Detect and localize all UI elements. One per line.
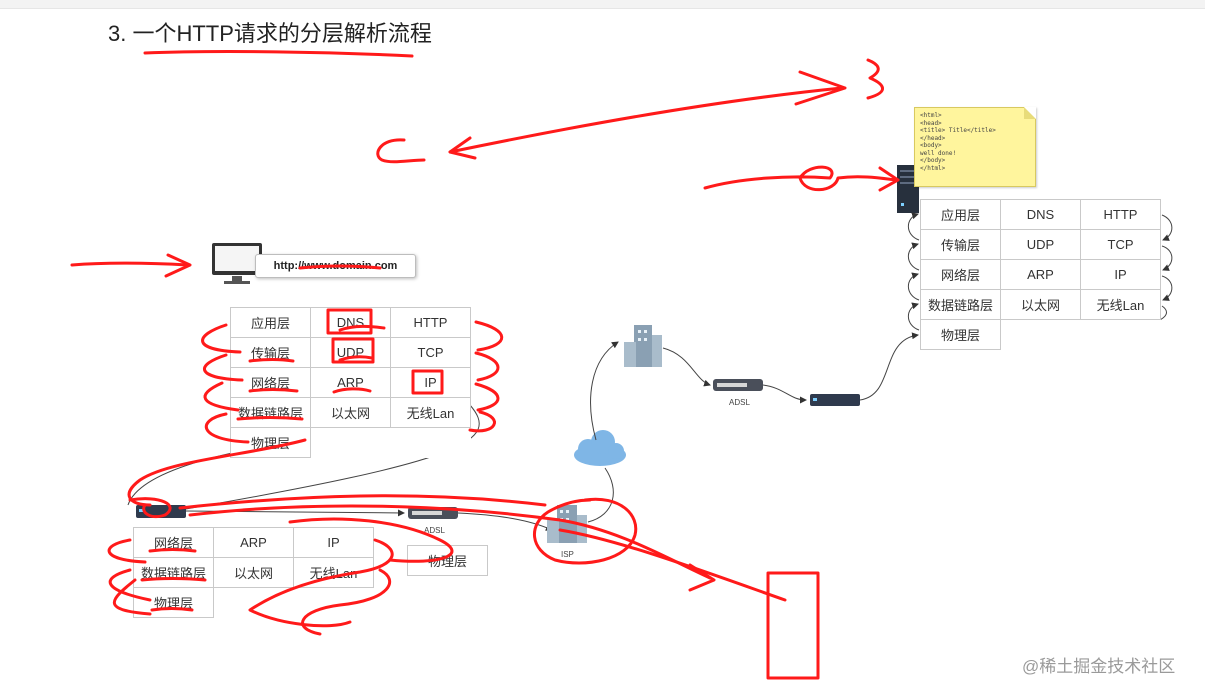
table-row: 网络层 ARP IP [133,527,374,558]
note-line: </body> [920,157,946,164]
isp-label: ISP [561,550,574,559]
note-line: well done! [920,149,957,157]
server-tower-icon [897,165,919,213]
layer-name: 传输层 [920,229,1001,260]
table-row: 传输层 UDP TCP [920,229,1161,260]
protocol-cell: ARP [213,527,294,558]
layer-name: 物理层 [920,319,1001,350]
watermark: @稀土掘金技术社区 [1022,657,1176,676]
protocol-cell: UDP [1000,229,1081,260]
protocol-cell: HTTP [1080,199,1161,230]
adsl-modem-right-icon [713,379,763,391]
note-line: <body> [920,142,942,149]
protocol-cell: ARP [310,367,391,398]
layer-name: 数据链路层 [920,289,1001,320]
computer-icon [212,243,262,284]
protocol-cell: IP [1080,259,1161,290]
protocol-cell: 以太网 [1000,289,1081,320]
note-line: <html> [920,112,942,119]
note-line: </html> [920,164,946,172]
protocol-cell: IP [293,527,374,558]
protocol-cell: 无线Lan [1080,289,1161,320]
table-row: 物理层 [920,319,1161,350]
table-row: 应用层 DNS HTTP [920,199,1161,230]
layer-name: 网络层 [133,527,214,558]
table-row: 数据链路层 以太网 无线Lan [920,289,1161,320]
html-document-note: <html> <head> <title> Title</title> </he… [914,107,1036,187]
adsl-to-isp-line [457,512,553,531]
page-fold-icon [1024,107,1036,119]
internet-cloud-icon [574,430,626,466]
adsl-left-label: ADSL [424,526,445,535]
page-title: 3. 一个HTTP请求的分层解析流程 [108,21,432,46]
note-line: <title> Title</title> [920,127,996,134]
top-toolbar-strip [0,0,1205,9]
protocol-cell: HTTP [390,307,471,338]
protocol-cell: 无线Lan [390,397,471,428]
adsl-right-label: ADSL [729,398,750,407]
title-underline [143,50,414,58]
server-building-icon [624,325,662,367]
arrow-top [448,86,844,154]
table-row: 网络层 ARP IP [920,259,1161,290]
layer-name: 传输层 [230,337,311,368]
layer-name: 网络层 [230,367,311,398]
note-line: </head> [920,134,946,142]
note-line: <head> [920,119,942,127]
server-router-icon [810,394,860,406]
layer-name: 应用层 [920,199,1001,230]
protocol-cell: 以太网 [213,557,294,588]
table-row: 网络层 ARP IP [230,367,471,398]
server-protocol-stack: 应用层 DNS HTTP 传输层 UDP TCP 网络层 ARP IP 数据链路… [920,199,1161,350]
layer-name: 应用层 [230,307,311,338]
